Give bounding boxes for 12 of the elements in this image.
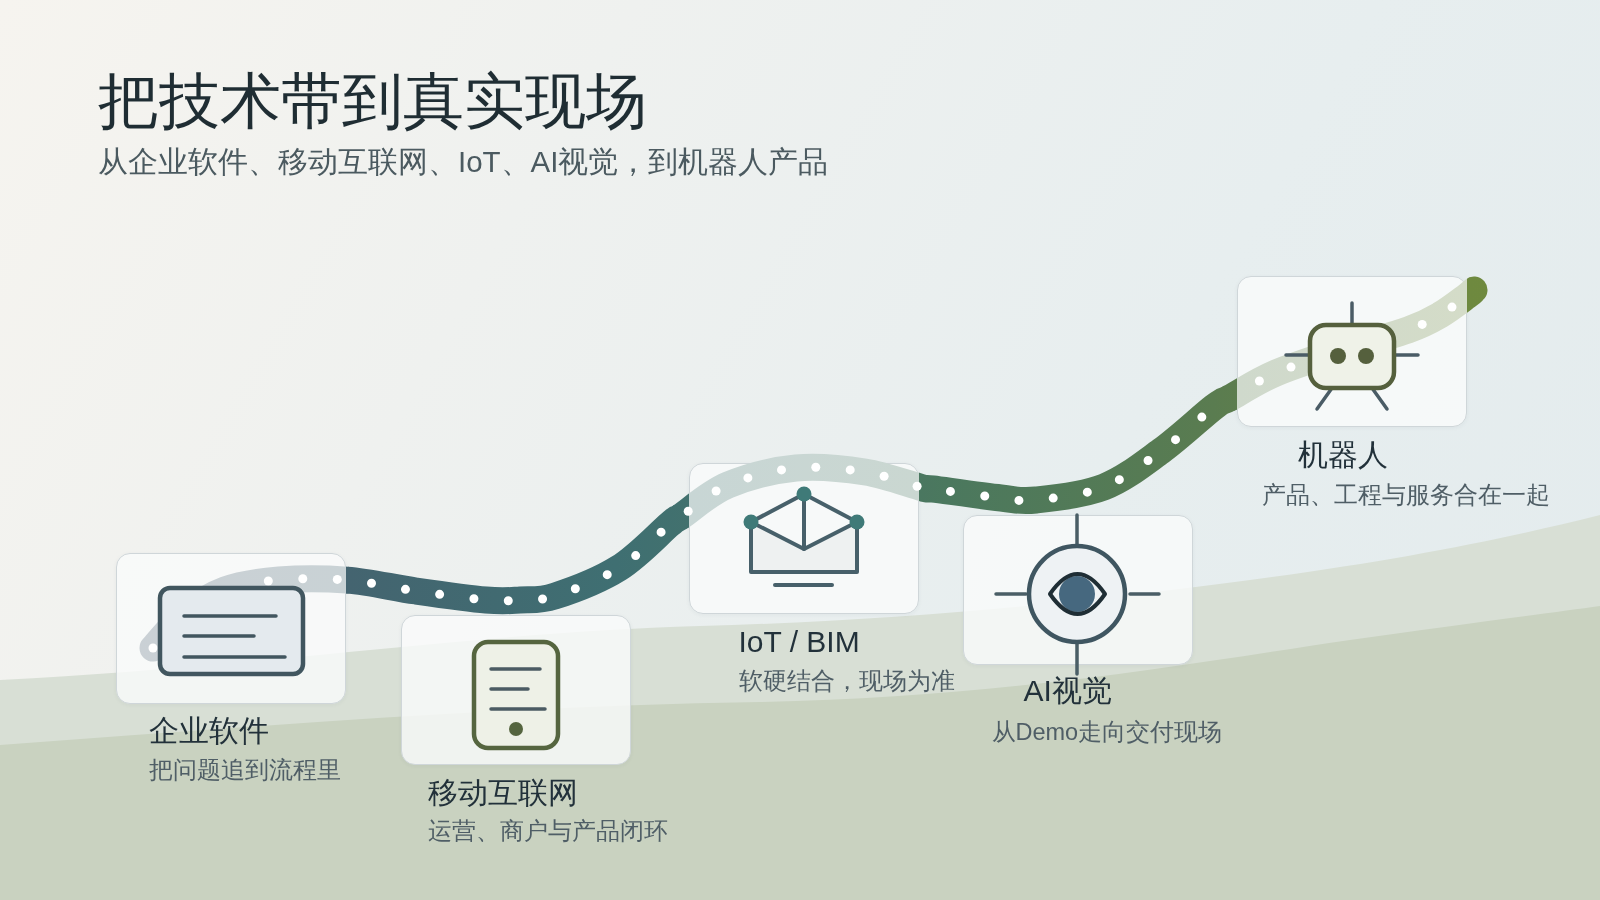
stage-title: IoT / BIM: [738, 623, 860, 660]
stage-description: 运营、商户与产品闭环: [427, 816, 668, 845]
stage-description: 从Demo走向交付现场: [991, 717, 1223, 746]
stage-title: 企业软件: [148, 712, 269, 749]
title: 把技术带到真实现场: [98, 66, 647, 137]
stage-title: 移动互联网: [427, 774, 578, 811]
stage-title: AI视觉: [1023, 672, 1112, 709]
stage-description: 软硬结合，现场为准: [738, 666, 955, 695]
stage-title: 机器人: [1297, 436, 1388, 473]
stage-description: 产品、工程与服务合在一起: [1261, 480, 1550, 509]
subtitle: 从企业软件、移动互联网、IoT、AI视觉，到机器人产品: [98, 144, 829, 180]
stage-description: 把问题追到流程里: [148, 755, 341, 784]
